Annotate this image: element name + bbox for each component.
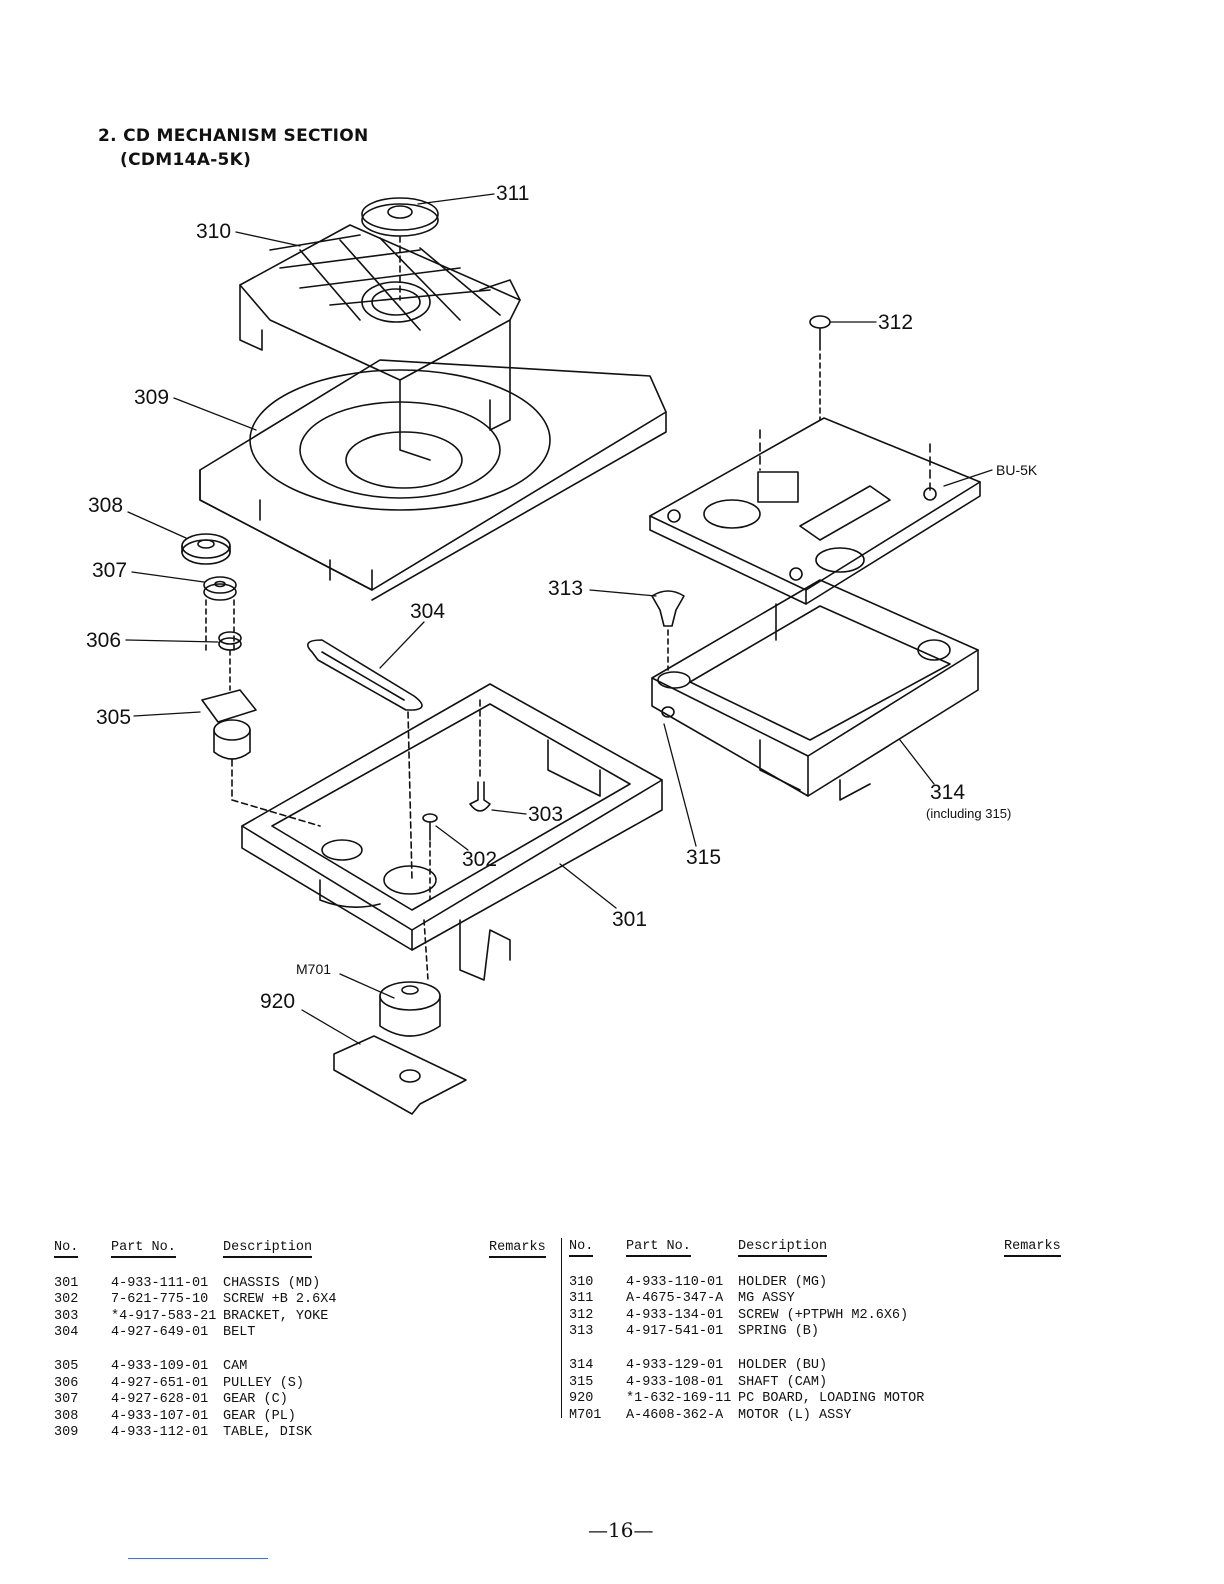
header-no: No. <box>569 1239 594 1257</box>
callout-304: 304 <box>410 600 445 623</box>
leader-lines <box>125 193 993 1045</box>
callout-314: 314 <box>930 781 965 804</box>
callout-920: 920 <box>260 990 295 1013</box>
header-part-no: Part No. <box>111 1240 176 1258</box>
chassis-md-part <box>241 683 663 981</box>
callout-305: 305 <box>96 706 131 729</box>
callout-309: 309 <box>134 386 169 409</box>
header-description: Description <box>738 1239 828 1257</box>
disk-table-part <box>199 359 667 601</box>
callout-302: 302 <box>462 848 497 871</box>
belt-part <box>306 639 423 881</box>
screw-312-part <box>809 315 831 421</box>
callout-306: 306 <box>86 629 121 652</box>
table-divider <box>561 1238 562 1418</box>
section-title: 2. CD MECHANISM SECTION <box>98 126 369 146</box>
callout-315: 315 <box>686 846 721 869</box>
decorative-rule <box>128 1558 268 1559</box>
section-heading: 2. CD MECHANISM SECTION (CDM14A-5K) <box>98 124 369 172</box>
spring-b-part <box>651 590 685 671</box>
callout-303: 303 <box>528 803 563 826</box>
screw-302-part <box>422 813 438 901</box>
callout-308: 308 <box>88 494 123 517</box>
callout-312: 312 <box>878 311 913 334</box>
bracket-yoke-part <box>469 781 491 812</box>
holder-bu-part <box>651 579 979 801</box>
loading-motor-part <box>379 919 441 1037</box>
callout-313: 313 <box>548 577 583 600</box>
callout-310: 310 <box>196 220 231 243</box>
pulley-s-part <box>218 631 242 691</box>
model-code: (CDM14A-5K) <box>120 150 252 170</box>
exploded-view-diagram: 311 310 312 309 BU-5K 308 307 313 304 30… <box>86 182 1038 1115</box>
callout-311: 311 <box>496 182 529 205</box>
callout-m701: M701 <box>296 961 331 977</box>
callout-bu5k: BU-5K <box>996 462 1038 478</box>
callout-301: 301 <box>612 908 647 931</box>
page-number: —16— <box>588 1518 654 1542</box>
header-remarks: Remarks <box>489 1240 546 1258</box>
pc-board-part <box>333 1035 467 1115</box>
header-description: Description <box>223 1240 313 1258</box>
holder-mg-part <box>239 224 521 461</box>
callout-including-315: (including 315) <box>926 806 1011 821</box>
callout-307: 307 <box>92 559 127 582</box>
header-remarks: Remarks <box>1004 1239 1061 1257</box>
cam-part <box>201 689 321 827</box>
header-no: No. <box>54 1240 79 1258</box>
gear-pl-part <box>181 533 231 565</box>
header-part-no: Part No. <box>626 1239 691 1257</box>
optical-block-bu5k-part <box>649 417 981 641</box>
